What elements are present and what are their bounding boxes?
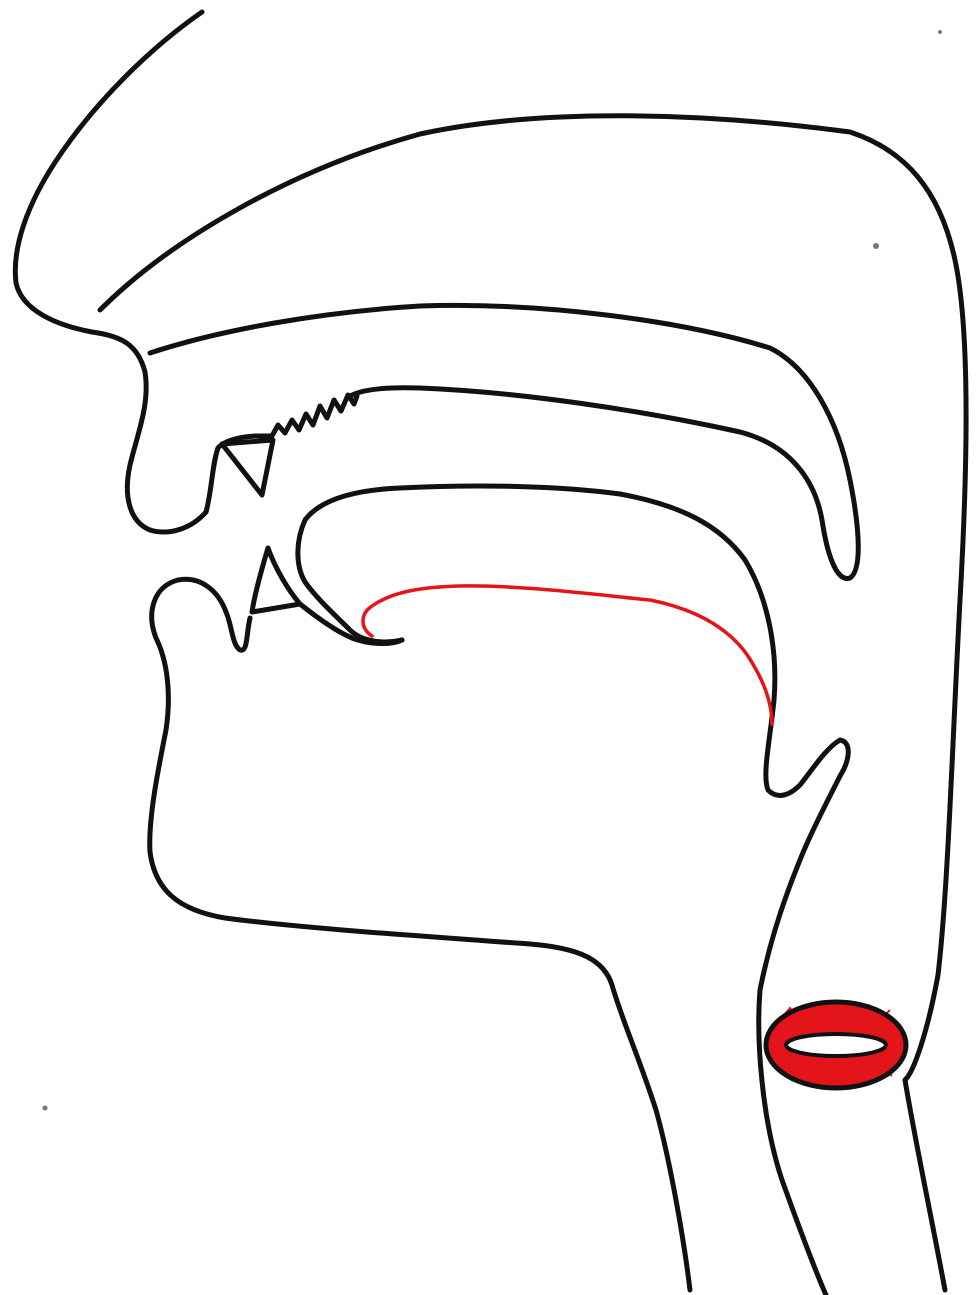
lower-lip-inner — [300, 604, 402, 644]
lower-lip-and-chin — [150, 579, 690, 1290]
speck — [938, 30, 942, 34]
nasal-cavity-top-pharynx-wall — [100, 116, 966, 1080]
tongue-surface — [363, 586, 772, 724]
upper-teeth — [255, 395, 357, 436]
lower-teeth — [252, 548, 300, 612]
tongue-outline — [298, 486, 848, 1295]
speck — [43, 1106, 48, 1111]
nose-profile — [15, 12, 206, 532]
upper-incisor — [222, 440, 273, 495]
speck — [873, 243, 879, 249]
vocal-folds — [766, 1002, 906, 1088]
neck-back — [905, 1080, 945, 1290]
